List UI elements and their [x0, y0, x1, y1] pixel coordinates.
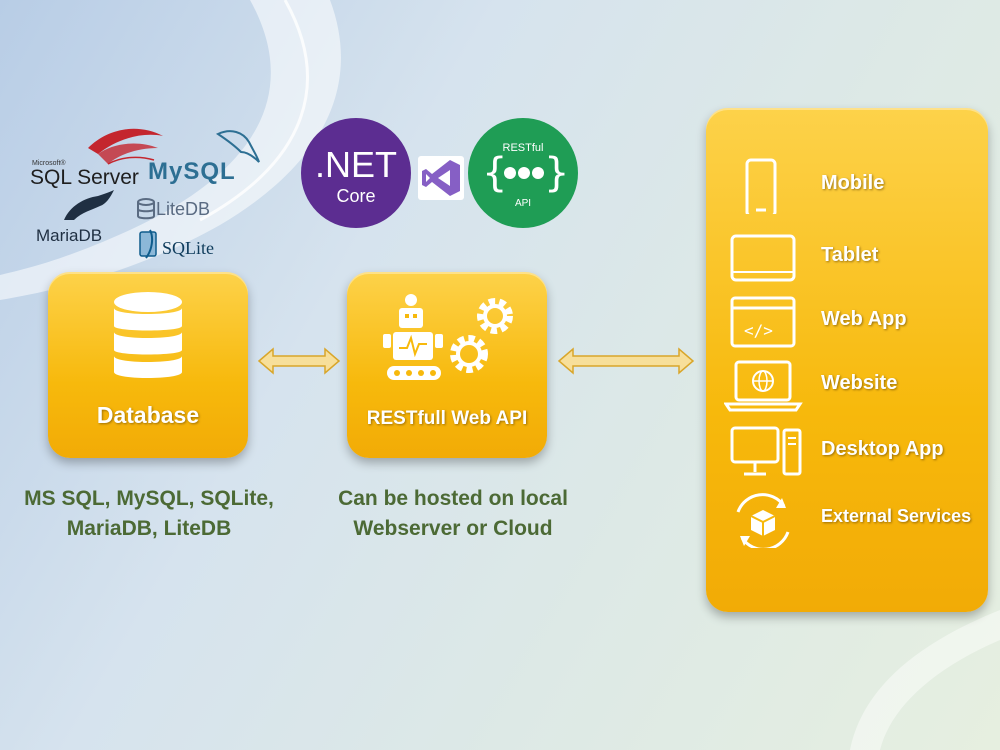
api-clients-arrow [557, 347, 695, 375]
restful-top-text: RESTful [502, 142, 544, 154]
netcore-sub-text: Core [336, 186, 376, 206]
sql-server-text: SQL Server [30, 166, 139, 189]
api-title: RESTfull Web API [366, 408, 528, 429]
litedb-text: LiteDB [156, 199, 211, 219]
database-caption: MS SQL, MySQL, SQLite, MariaDB, LiteDB [18, 484, 280, 544]
client-tablet: Tablet [706, 230, 996, 286]
mariadb-text: MariaDB [36, 226, 103, 245]
api-caption-line2: Webserver or Cloud [353, 517, 553, 540]
external-services-icon [736, 493, 790, 548]
sqlite-text: SQLite [162, 238, 214, 258]
api-caption-line1: Can be hosted on local [338, 487, 568, 510]
visual-studio-logo [418, 156, 464, 200]
clients-card: Mobile Tablet </> Web App Website [706, 108, 988, 612]
website-icon [724, 360, 803, 412]
database-caption-line2: MariaDB, LiteDB [66, 517, 232, 540]
database-caption-line1: MS SQL, MySQL, SQLite, [24, 487, 274, 510]
database-title: Database [96, 402, 200, 428]
sql-server-icon [88, 128, 163, 165]
sqlite-icon [139, 229, 157, 259]
client-label: Website [821, 372, 898, 394]
svg-text:</>: </> [744, 321, 773, 340]
sqlite-logo: SQLite [138, 228, 228, 264]
svg-text:{: { [482, 150, 507, 196]
svg-text:}: } [544, 150, 569, 196]
client-label: Mobile [821, 172, 885, 194]
client-mobile: Mobile [706, 158, 996, 214]
restful-bottom-text: API [514, 198, 532, 209]
api-card: RESTfull Web API [347, 272, 547, 458]
netcore-main-text: .NET [314, 144, 397, 185]
robot-gears-icon [383, 294, 513, 380]
mysql-logo: MySQL [148, 126, 263, 186]
database-icon [114, 292, 182, 378]
visual-studio-icon [422, 160, 460, 196]
sql-server-small-text: Microsoft® [32, 160, 66, 167]
client-label: External Services [821, 506, 972, 526]
client-label: Desktop App [821, 438, 944, 460]
netcore-logo: .NET Core [301, 118, 411, 228]
sql-server-logo: Microsoft® SQL Server [28, 118, 163, 189]
client-label: Tablet [821, 244, 879, 266]
mysql-text: MySQL [148, 158, 236, 185]
dolphin-icon [215, 130, 260, 163]
client-label: Web App [821, 308, 907, 330]
braces-dots-icon: { } [482, 150, 569, 196]
litedb-icon [137, 198, 155, 220]
seal-icon [64, 190, 114, 220]
client-desktop-app: Desktop App [706, 424, 996, 480]
client-external-services: External Services [706, 492, 996, 548]
client-website: Website [706, 358, 996, 414]
web-app-icon: </> [730, 296, 796, 348]
client-web-app: </> Web App [706, 294, 996, 350]
desktop-icon [730, 426, 802, 476]
database-card: Database [48, 272, 248, 458]
mobile-icon [745, 158, 777, 214]
database-api-arrow [257, 347, 341, 375]
restful-api-logo: RESTful { } API [468, 118, 578, 228]
api-caption: Can be hosted on local Webserver or Clou… [318, 484, 588, 544]
litedb-logo: LiteDB [134, 195, 224, 223]
mariadb-logo: MariaDB [36, 188, 136, 250]
tablet-icon [730, 234, 796, 282]
